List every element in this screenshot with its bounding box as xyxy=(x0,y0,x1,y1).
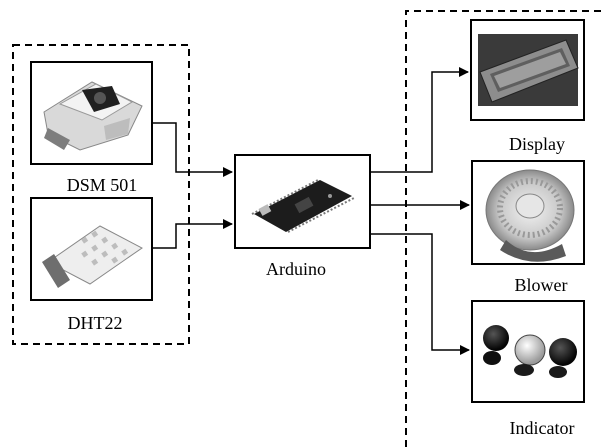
lcd-display-photo-icon xyxy=(478,34,579,106)
blower-block xyxy=(471,160,585,265)
blower-label: Blower xyxy=(515,275,568,295)
arduino-to-display-arrow xyxy=(370,67,469,173)
dust-sensor-block xyxy=(30,61,153,165)
dust-sensor-label: DSM 501 xyxy=(67,175,138,195)
blower-fan-photo-icon xyxy=(485,169,575,262)
humidity-sensor-label: DHT22 xyxy=(68,313,123,333)
output-devices-group xyxy=(405,10,604,447)
arduino-block xyxy=(234,154,371,249)
dht22-sensor-photo-icon xyxy=(42,225,143,288)
dust-to-arduino-arrow xyxy=(152,122,233,177)
indicator-lamps-photo-icon xyxy=(483,325,577,378)
input-sensors-group xyxy=(12,44,190,345)
indicator-block xyxy=(471,300,585,403)
arduino-nano-photo-icon xyxy=(251,179,355,233)
display-label: Display xyxy=(509,134,565,154)
humidity-sensor-block xyxy=(30,197,153,301)
display-block xyxy=(470,19,585,121)
dust-sensor-photo-icon xyxy=(43,81,143,151)
arduino-label: Arduino xyxy=(266,259,326,279)
indicator-label: Indicator xyxy=(510,418,575,438)
arduino-to-indicator-arrow xyxy=(370,233,470,355)
dht22-to-arduino-arrow xyxy=(152,219,233,249)
